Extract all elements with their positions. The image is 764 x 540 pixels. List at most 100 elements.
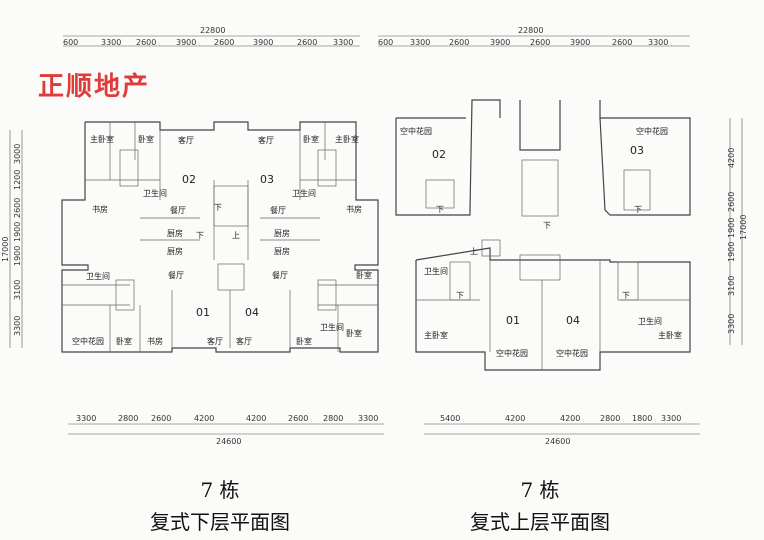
left-stair-down: 下 bbox=[214, 203, 222, 212]
left-room-garden-01: 空中花园 bbox=[72, 336, 104, 346]
right-top-dim-5: 3900 bbox=[570, 38, 590, 47]
right-side-total-dim: 17000 bbox=[739, 215, 748, 240]
right-stair-down-04: 下 bbox=[622, 291, 630, 300]
left-side-dim-6: 3100 bbox=[13, 280, 22, 300]
left-unit-03: 03 bbox=[260, 173, 274, 186]
right-unit-02: 02 bbox=[432, 148, 446, 161]
right-plan: 22800 600 3300 2600 3900 2600 3900 2600 … bbox=[378, 26, 748, 446]
right-room-garden-04: 空中花园 bbox=[556, 348, 588, 358]
left-caption-title: 复式下层平面图 bbox=[150, 510, 290, 534]
left-room-kitchen-02b: 厨房 bbox=[167, 246, 183, 256]
left-room-bath-03: 卫生间 bbox=[292, 188, 316, 198]
left-unit-04: 04 bbox=[245, 306, 259, 319]
left-room-bedroom-04b: 卧室 bbox=[296, 336, 312, 346]
left-side-dim-4: 1900 bbox=[13, 222, 22, 242]
right-side-dim-1: 4200 bbox=[727, 148, 736, 168]
right-top-dim-4: 2600 bbox=[530, 38, 550, 47]
left-room-kitchen-03b: 厨房 bbox=[274, 246, 290, 256]
right-stair-down-03: 下 bbox=[634, 205, 642, 214]
left-side-total-dim: 17000 bbox=[1, 237, 10, 262]
left-side-dim-2: 1200 bbox=[13, 170, 22, 190]
right-unit-03: 03 bbox=[630, 144, 644, 157]
right-stair-up: 上 bbox=[470, 247, 478, 256]
left-room-bedroom-02: 卧室 bbox=[138, 134, 154, 144]
left-side-dim-5: 1900 bbox=[13, 246, 22, 266]
left-room-bedroom-04a: 卧室 bbox=[356, 270, 372, 280]
left-room-kitchen-02a: 厨房 bbox=[167, 228, 183, 238]
left-room-bath-01: 卫生间 bbox=[86, 271, 110, 281]
left-room-master-bedroom-03: 主卧室 bbox=[335, 134, 359, 144]
right-top-total-dim: 22800 bbox=[518, 26, 543, 35]
left-bottom-total-dim: 24600 bbox=[216, 437, 241, 446]
left-side-dim-7: 3300 bbox=[13, 316, 22, 336]
right-side-dim-2: 2600 bbox=[727, 192, 736, 212]
left-top-dim-2: 2600 bbox=[136, 38, 156, 47]
right-bottom-dim-4: 2800 bbox=[600, 414, 620, 423]
right-side-dim-3: 1900 bbox=[727, 218, 736, 238]
left-room-dining-02: 餐厅 bbox=[170, 206, 186, 215]
left-top-dim-1: 3300 bbox=[101, 38, 121, 47]
right-side-dim-4: 1900 bbox=[727, 242, 736, 262]
left-top-dim-5: 3900 bbox=[253, 38, 273, 47]
left-bottom-dim-6: 2600 bbox=[288, 414, 308, 423]
left-room-bedroom-03: 卧室 bbox=[303, 134, 319, 144]
right-top-dim-3: 3900 bbox=[490, 38, 510, 47]
right-top-dim-1: 3300 bbox=[410, 38, 430, 47]
right-stair-down-core: 下 bbox=[543, 221, 551, 230]
right-unit-01: 01 bbox=[506, 314, 520, 327]
right-room-garden-03: 空中花园 bbox=[636, 126, 668, 136]
left-stair-down-2: 下 bbox=[196, 231, 204, 240]
right-bottom-dim-1: 5400 bbox=[440, 414, 460, 423]
left-top-offset-dim: 600 bbox=[63, 38, 78, 47]
left-room-living-03: 客厅 bbox=[258, 135, 274, 145]
left-room-bath-02: 卫生间 bbox=[143, 188, 167, 198]
right-stair-down-01: 下 bbox=[456, 291, 464, 300]
left-bottom-dim-3: 2600 bbox=[151, 414, 171, 423]
left-room-dining-01: 餐厅 bbox=[168, 271, 184, 280]
left-unit-01: 01 bbox=[196, 306, 210, 319]
right-bottom-dim-5: 1800 bbox=[632, 414, 652, 423]
left-room-bath-04: 卫生间 bbox=[320, 322, 344, 332]
left-plan: 22800 600 3300 2600 3900 2600 3900 2600 … bbox=[1, 26, 384, 446]
left-stair-up: 上 bbox=[232, 231, 240, 240]
right-top-dim-6: 2600 bbox=[612, 38, 632, 47]
left-caption-building: 7 栋 bbox=[200, 478, 240, 502]
left-top-dim-6: 2600 bbox=[297, 38, 317, 47]
right-caption-title: 复式上层平面图 bbox=[470, 510, 610, 534]
left-room-dining-04: 餐厅 bbox=[272, 271, 288, 280]
right-top-offset-dim: 600 bbox=[378, 38, 393, 47]
right-bottom-dim-3: 4200 bbox=[560, 414, 580, 423]
right-room-garden-02: 空中花园 bbox=[400, 126, 432, 136]
right-top-dim-2: 2600 bbox=[449, 38, 469, 47]
left-bottom-dim-5: 4200 bbox=[246, 414, 266, 423]
right-stair-down-02: 下 bbox=[436, 205, 444, 214]
right-unit-04: 04 bbox=[566, 314, 580, 327]
left-unit-02: 02 bbox=[182, 173, 196, 186]
right-bottom-dim-6: 3300 bbox=[661, 414, 681, 423]
left-top-dim-7: 3300 bbox=[333, 38, 353, 47]
right-caption-building: 7 栋 bbox=[520, 478, 560, 502]
left-room-kitchen-03a: 厨房 bbox=[274, 228, 290, 238]
right-bottom-total-dim: 24600 bbox=[545, 437, 570, 446]
left-room-living-04: 客厅 bbox=[236, 336, 252, 346]
left-bottom-dim-2: 2800 bbox=[118, 414, 138, 423]
left-room-bedroom-04c: 卧室 bbox=[346, 328, 362, 338]
left-room-dining-03: 餐厅 bbox=[270, 206, 286, 215]
brand-logo-text: 正顺地产 bbox=[38, 72, 151, 102]
left-room-living-02: 客厅 bbox=[178, 135, 194, 145]
right-room-master-04: 主卧室 bbox=[658, 330, 682, 340]
left-side-dim-1: 3000 bbox=[13, 144, 22, 164]
left-room-living-01: 客厅 bbox=[207, 336, 223, 346]
left-bottom-dim-1: 3300 bbox=[76, 414, 96, 423]
left-room-study-03: 书房 bbox=[346, 204, 362, 214]
right-room-bath-01: 卫生间 bbox=[424, 266, 448, 276]
right-room-master-01: 主卧室 bbox=[424, 330, 448, 340]
right-side-dim-6: 3300 bbox=[727, 314, 736, 334]
right-bottom-dim-2: 4200 bbox=[505, 414, 525, 423]
left-top-dim-4: 2600 bbox=[214, 38, 234, 47]
left-bottom-dim-4: 4200 bbox=[194, 414, 214, 423]
right-top-dim-7: 3300 bbox=[648, 38, 668, 47]
left-room-study-01: 书房 bbox=[147, 336, 163, 346]
left-bottom-dim-7: 2800 bbox=[323, 414, 343, 423]
